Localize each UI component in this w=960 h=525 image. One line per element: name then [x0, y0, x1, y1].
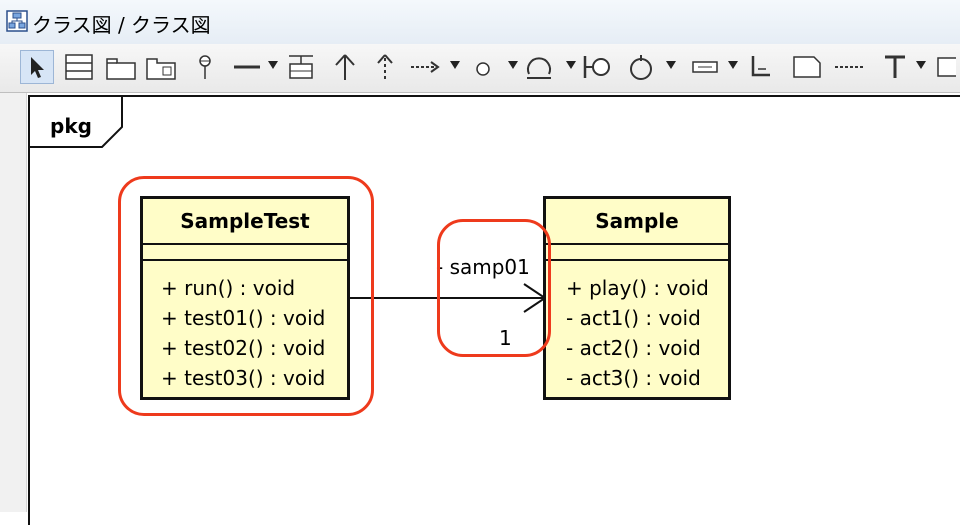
cycle-tool-icon — [630, 55, 652, 80]
operation-test03[interactable]: + test03() : void — [161, 366, 326, 390]
operation-act3[interactable]: - act3() : void — [566, 366, 701, 390]
shape-tool-button[interactable] — [930, 50, 960, 84]
subsystem-tool-button[interactable] — [144, 50, 178, 84]
pin-tool-icon — [199, 55, 211, 79]
cycle-dropdown-icon[interactable] — [666, 61, 676, 69]
required-interface-tool-button[interactable] — [580, 50, 614, 84]
class-tool-icon — [65, 54, 93, 80]
class-diagram-icon — [6, 10, 28, 36]
package-tool-button[interactable] — [104, 50, 138, 84]
circle-tool-button[interactable] — [466, 50, 500, 84]
package-tool-icon — [106, 58, 136, 80]
dependency-tool-icon — [411, 61, 440, 73]
note-tool-button[interactable] — [790, 50, 824, 84]
package-frame[interactable]: pkg — [28, 95, 960, 525]
text-dropdown-icon[interactable] — [916, 61, 926, 69]
aggregation-tool-button[interactable] — [284, 50, 318, 84]
frame-label: pkg — [50, 114, 92, 138]
class-sampletest[interactable]: SampleTest + run() : void + test01() : v… — [140, 196, 350, 400]
interface-tool-button[interactable] — [522, 50, 556, 84]
text-tool-button[interactable] — [878, 50, 912, 84]
note-tool-icon — [793, 56, 821, 78]
pin-tool-button[interactable] — [188, 50, 222, 84]
cycle-tool-button[interactable] — [624, 50, 658, 84]
field-tool-icon — [692, 61, 718, 73]
vertical-ruler — [0, 93, 27, 512]
field-dropdown-icon[interactable] — [728, 61, 738, 69]
class-tool-button[interactable] — [62, 50, 96, 84]
interface-tool-icon — [527, 57, 551, 79]
class-sample[interactable]: Sample + play() : void - act1() : void -… — [543, 196, 731, 400]
association-role-label[interactable]: - samp01 — [436, 255, 530, 279]
association-tool-button[interactable] — [230, 50, 264, 84]
shape-tool-icon — [937, 57, 956, 77]
realization-tool-icon — [377, 54, 393, 80]
diagram-canvas[interactable]: pkg SampleTest + run() : void + test01()… — [0, 93, 960, 525]
subsystem-tool-icon — [146, 58, 176, 80]
circle-dropdown-icon[interactable] — [508, 61, 518, 69]
note-link-tool-icon — [835, 66, 863, 68]
association-multiplicity-label[interactable]: 1 — [499, 326, 512, 350]
attribute-compartment — [546, 245, 728, 261]
operation-test02[interactable]: + test02() : void — [161, 336, 326, 360]
dependency-tool-button[interactable] — [408, 50, 442, 84]
operation-compartment: + play() : void - act1() : void - act2()… — [546, 261, 728, 393]
interface-dropdown-icon[interactable] — [566, 61, 576, 69]
operation-act1[interactable]: - act1() : void — [566, 306, 701, 330]
class-name: SampleTest — [143, 199, 347, 245]
generalization-tool-icon — [335, 54, 355, 80]
association-dropdown-icon[interactable] — [268, 61, 278, 69]
aggregation-tool-icon — [289, 55, 313, 79]
required-interface-tool-icon — [583, 56, 610, 78]
diagram-toolbar — [0, 44, 960, 93]
operation-compartment: + run() : void + test01() : void + test0… — [143, 261, 347, 393]
association-tool-icon — [234, 65, 260, 69]
window-title: クラス図 / クラス図 — [32, 13, 211, 37]
dependency-dropdown-icon[interactable] — [450, 61, 460, 69]
select-tool-icon — [31, 57, 44, 78]
text-tool-icon — [885, 55, 905, 78]
operation-act2[interactable]: - act2() : void — [566, 336, 701, 360]
class-name: Sample — [546, 199, 728, 245]
realization-tool-button[interactable] — [368, 50, 402, 84]
select-tool-button[interactable] — [20, 50, 54, 84]
anchor-tool-button[interactable] — [744, 50, 778, 84]
attribute-compartment — [143, 245, 347, 261]
frame-tab — [30, 97, 123, 148]
operation-test01[interactable]: + test01() : void — [161, 306, 326, 330]
generalization-tool-button[interactable] — [328, 50, 362, 84]
field-tool-button[interactable] — [688, 50, 722, 84]
anchor-tool-icon — [751, 56, 770, 77]
operation-run[interactable]: + run() : void — [161, 276, 296, 300]
operation-play[interactable]: + play() : void — [566, 276, 709, 300]
window-title-bar: クラス図 / クラス図 — [0, 0, 960, 45]
note-link-tool-button[interactable] — [832, 50, 866, 84]
circle-tool-icon — [476, 62, 490, 76]
